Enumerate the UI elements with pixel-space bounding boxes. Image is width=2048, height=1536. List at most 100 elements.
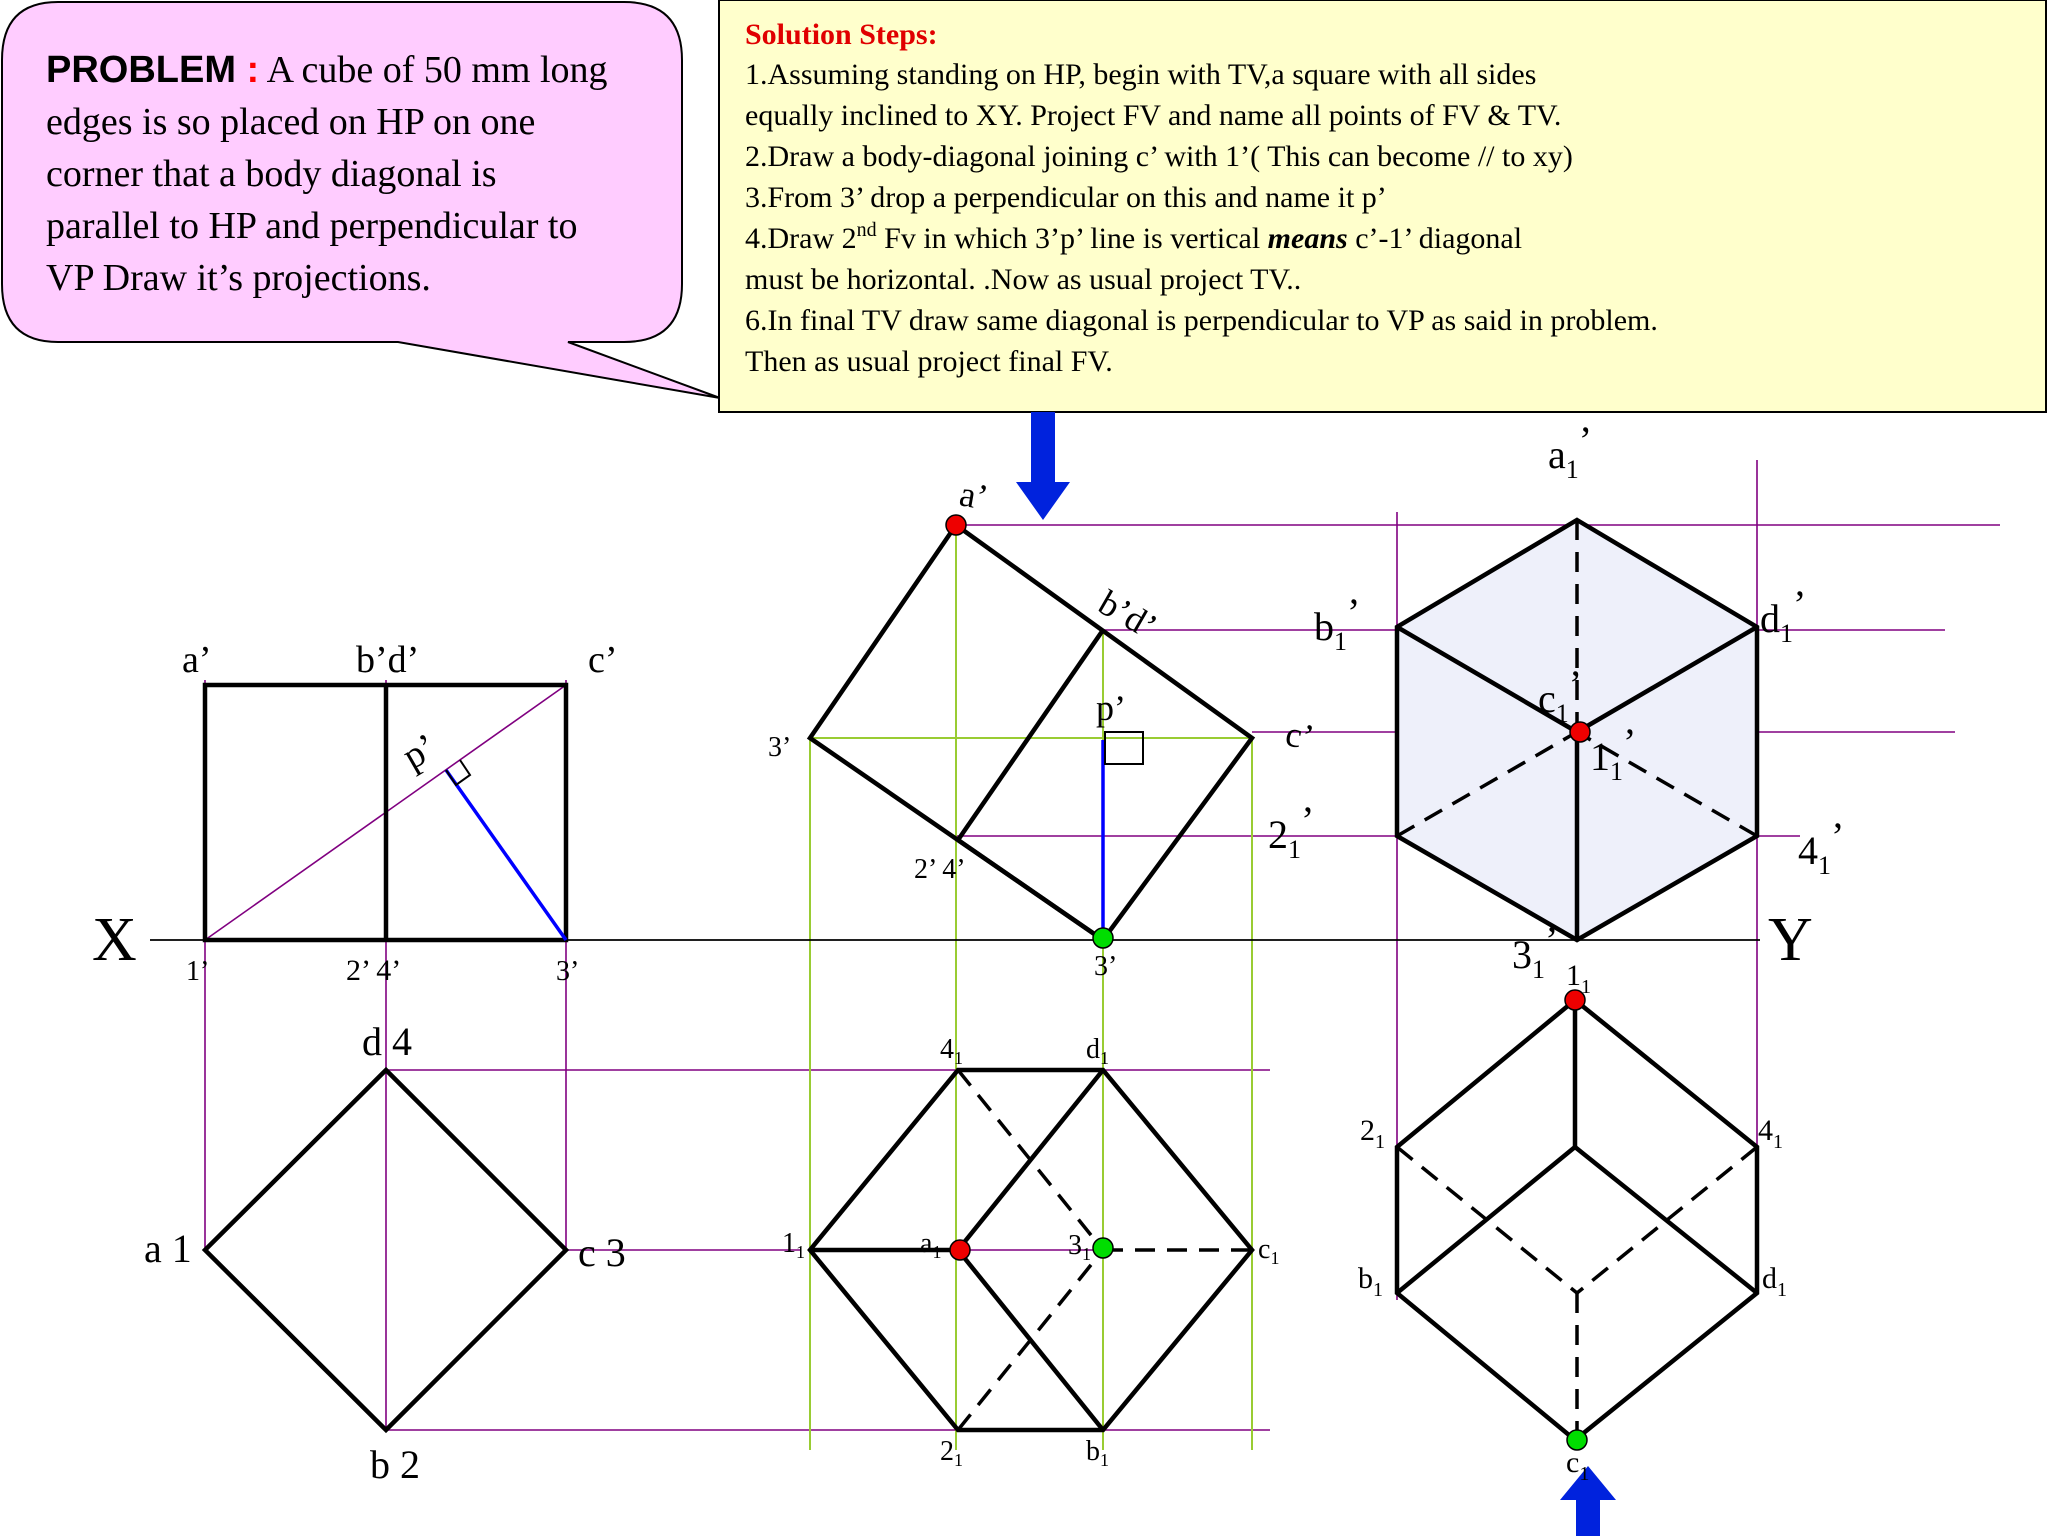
problem-line-2: edges is so placed on HP on one [46, 101, 535, 143]
tv1-label-a1: a 1 [144, 1226, 192, 1271]
fv3-label-d: d1’ [1760, 582, 1806, 648]
key-points [945, 514, 1591, 1451]
fv2-label-p: p’ [1096, 688, 1126, 728]
problem-line-4: parallel to HP and perpendicular to [46, 205, 577, 247]
solution-line-8: Then as usual project final FV. [745, 345, 1113, 378]
fv3-edge-bc [1395, 625, 1579, 734]
tv2-hidden-edges [956, 1068, 1252, 1432]
tv3-label-1: 11 [1566, 959, 1591, 998]
fv1-labels: a’ b’d’ c’ p’ 1’ 2’ 4’ 3’ [182, 639, 618, 987]
solution-line-4: 3.From 3’ drop a perpendicular on this a… [745, 181, 1387, 214]
fv2-label-a: a’ [957, 473, 991, 517]
tv1-label-b2: b 2 [370, 1442, 420, 1487]
front-view-2 [806, 521, 1256, 944]
solution-line-5: 4.Draw 2nd Fv in which 3’p’ line is vert… [745, 219, 1522, 255]
tv3-label-2: 21 [1360, 1114, 1385, 1153]
tv2-label-4: 41 [940, 1034, 963, 1068]
tv3-label-d: d1 [1762, 1262, 1787, 1301]
fv2-label-c: c’ [1283, 713, 1317, 757]
fv1-label-3: 3’ [556, 956, 579, 987]
tv2-label-3: 31 [1068, 1230, 1091, 1264]
fv3-label-2: 21’ [1268, 798, 1314, 864]
svg-text:PROBLEM : A cube of 50 mm long: PROBLEM : A cube of 50 mm long [46, 49, 608, 91]
fv1-label-bd: b’d’ [356, 639, 419, 681]
fv3-label-1: 11’ [1590, 720, 1636, 786]
tv3-edge-center-d [1573, 1145, 1759, 1295]
solution-line-1: 1.Assuming standing on HP, begin with TV… [745, 58, 1536, 91]
up-arrow [1560, 1466, 1616, 1536]
solution-line-6: must be horizontal. .Now as usual projec… [745, 263, 1301, 296]
problem-line-5: VP Draw it’s projections. [46, 257, 431, 299]
tv3-label-4: 41 [1758, 1114, 1783, 1153]
fv2-label-3-left: 3’ [768, 732, 791, 763]
solution-title: Solution Steps: [745, 18, 938, 51]
tv2-label-2: 21 [940, 1436, 963, 1470]
tv2-hidden-23 [956, 1248, 1105, 1432]
tv2-label-1: 11 [782, 1228, 805, 1262]
tv3-labels: 11 21 41 b1 d1 c1 [1358, 959, 1787, 1485]
green-projectors [809, 525, 1253, 1450]
step4-prefix: 4.Draw 2 [745, 222, 857, 255]
solution-line-2: equally inclined to XY. Project FV and n… [745, 99, 1561, 132]
fv3-label-b: b1’ [1314, 590, 1360, 656]
point-a-tv2 [949, 1239, 971, 1261]
tv2-hidden-43 [956, 1068, 1105, 1252]
top-view-1 [201, 1066, 570, 1434]
problem-bubble-shape [0, 1, 721, 399]
point-1-tv3 [1564, 989, 1586, 1011]
fv1-label-p: p’ [396, 726, 444, 778]
tv2-labels: 41 d1 11 a1 31 c1 21 b1 [782, 1034, 1279, 1470]
fv1-label-24: 2’ 4’ [346, 954, 401, 987]
step4-emphasis: means [1268, 222, 1348, 255]
tv3-hidden-2 [1395, 1145, 1579, 1295]
x-axis-label: X [92, 906, 137, 974]
fv2-right-angle-mark [1104, 731, 1144, 765]
solution-steps-box: Solution Steps: 1.Assuming standing on H… [718, 0, 2047, 413]
step4-suffix: c’-1’ diagonal [1348, 222, 1522, 255]
fv1-label-a: a’ [182, 639, 212, 681]
down-arrow [1016, 412, 1070, 520]
problem-heading: PROBLEM [46, 49, 236, 91]
fv3-hidden-edges [1396, 520, 1758, 838]
fv1-label-1: 1’ [186, 956, 209, 987]
problem-line-1: A cube of 50 mm long [259, 49, 607, 91]
point-c-fv3 [1569, 721, 1591, 743]
fv2-label-3-bottom: 3’ [1094, 951, 1117, 982]
solution-box-background [718, 0, 2047, 413]
fv2-inner-edge-top [956, 628, 1105, 842]
fv2-inner-edge-bottom [956, 838, 1105, 942]
problem-bubble: PROBLEM : A cube of 50 mm long edges is … [0, 1, 721, 399]
front-view-3 [1394, 517, 1760, 943]
fv3-label-a: a1’ [1548, 418, 1592, 484]
tv2-label-c: c1 [1258, 1234, 1279, 1268]
tv2-label-d: d1 [1086, 1034, 1109, 1068]
tv3-hidden-4 [1575, 1145, 1759, 1295]
fv3-label-4: 41’ [1798, 814, 1844, 880]
front-view-1 [202, 682, 569, 943]
problem-colon: : [236, 49, 259, 91]
step4-middle: Fv in which 3’p’ line is vertical [877, 222, 1268, 255]
fv3-labels: a1’ b1’ d1’ c1’ 11’ 21’ 41’ 31’ [1268, 418, 1844, 984]
tv2-label-a: a1 [920, 1228, 941, 1262]
tv1-label-c3: c 3 [578, 1230, 626, 1275]
tv3-label-b: b1 [1358, 1262, 1383, 1301]
solution-line-7: 6.In final TV draw same diagonal is perp… [745, 304, 1658, 337]
y-axis-label: Y [1768, 906, 1813, 974]
fv3-hidden-41 [1576, 730, 1758, 838]
fv3-edge-dc [1575, 625, 1759, 734]
tv1-label-d4: d 4 [362, 1019, 412, 1064]
point-a-fv2 [945, 514, 967, 536]
fv2-label-24: 2’ 4’ [914, 854, 966, 885]
tv3-hidden-edges [1395, 1145, 1759, 1440]
step4-superscript: nd [857, 219, 877, 241]
point-3-tv2 [1092, 1237, 1114, 1259]
fv3-label-c: c1’ [1538, 662, 1582, 728]
point-c-tv3 [1566, 1429, 1588, 1451]
fv3-hidden-21 [1396, 730, 1578, 838]
tv1-labels: d 4 a 1 c 3 b 2 [144, 1019, 626, 1487]
solution-line-3: 2.Draw a body-diagonal joining c’ with 1… [745, 140, 1573, 173]
fv1-perpendicular [444, 768, 568, 942]
problem-line-3: corner that a body diagonal is [46, 153, 497, 195]
